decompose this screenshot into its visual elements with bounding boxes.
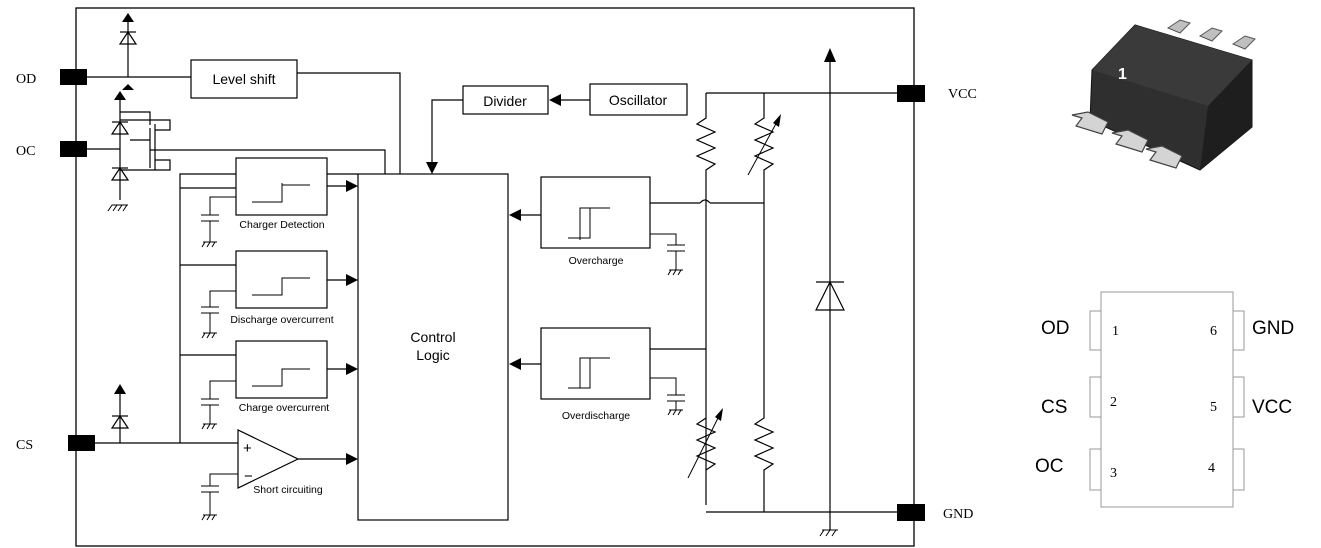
pinout-number-4: 4 — [1208, 461, 1215, 476]
pin-oc-label: OC — [16, 144, 35, 159]
control-logic-label-line2: Logic — [416, 347, 449, 363]
pin-vcc: VCC — [897, 85, 977, 102]
control-logic-label-line1: Control — [410, 329, 455, 345]
discharge-overcurrent-block: Discharge overcurrent — [180, 250, 358, 339]
overdischarge-block: Overdischarge — [509, 327, 706, 422]
pin-tab-4 — [1233, 448, 1245, 491]
body-diode — [815, 48, 845, 537]
oscillator-block — [589, 83, 688, 116]
oscillator-to-divider-arrow — [549, 94, 590, 106]
pin-gnd: GND — [897, 504, 973, 522]
pin-od-label: OD — [16, 72, 36, 87]
pinout-package-outline — [1100, 291, 1234, 508]
pinout-number-2: 2 — [1110, 395, 1117, 410]
oscillator-label: Oscillator — [609, 92, 668, 108]
pin1-marker: 1 — [1118, 66, 1127, 83]
pinout-number-1: 1 — [1112, 324, 1119, 339]
oc-esd-diodes — [76, 84, 134, 212]
pin-vcc-label: VCC — [948, 87, 977, 102]
pin-tab-3 — [1089, 448, 1101, 491]
divider-to-logic-arrow — [426, 99, 463, 174]
discharge-overcurrent-label: Discharge overcurrent — [230, 314, 333, 326]
pin-tab-5 — [1233, 376, 1245, 418]
pin-od: OD — [16, 69, 87, 87]
charger-detection-block: Charger Detection — [180, 157, 358, 248]
resistor-r1 — [695, 110, 717, 505]
cs-esd-diode — [110, 384, 130, 443]
short-circuit-comparator: + − Short circuiting — [201, 429, 358, 521]
pin-cs: CS — [16, 435, 95, 453]
control-logic-block — [357, 173, 509, 521]
package-leads-top — [1166, 19, 1256, 50]
pinout-number-3: 3 — [1110, 466, 1117, 481]
charger-detection-label: Charger Detection — [239, 219, 324, 231]
pin-tab-6 — [1233, 310, 1245, 351]
overdischarge-label: Overdischarge — [562, 410, 630, 422]
pinout-number-6: 6 — [1210, 324, 1217, 339]
charge-overcurrent-block: Charge overcurrent — [180, 340, 358, 430]
short-circuiting-label: Short circuiting — [253, 484, 323, 496]
pin-gnd-label: GND — [943, 507, 973, 522]
pinout-name-6: GND — [1252, 318, 1294, 339]
pin-oc: OC — [16, 141, 87, 159]
pin-tab-1 — [1089, 310, 1101, 351]
comparator-plus: + — [243, 440, 252, 457]
charge-overcurrent-label: Charge overcurrent — [239, 402, 330, 414]
overcharge-block: Overcharge — [509, 176, 764, 276]
pinout-diagram: OD 1 CS 2 OC 3 GND 6 VCC 5 4 — [1035, 291, 1294, 508]
pin-tab-2 — [1089, 376, 1101, 418]
od-esd-diode — [118, 13, 138, 77]
package-leads-bottom — [1071, 111, 1183, 169]
pinout-name-5: VCC — [1252, 397, 1292, 418]
overcharge-label: Overcharge — [569, 255, 624, 267]
pinout-name-1: OD — [1041, 318, 1070, 339]
pin-cs-label: CS — [16, 438, 33, 453]
pinout-number-5: 5 — [1210, 400, 1217, 415]
oc-mosfet — [120, 111, 386, 174]
pinout-name-3: OC — [1035, 456, 1064, 477]
package-photo: 1 — [1071, 19, 1256, 171]
divider-label: Divider — [483, 93, 527, 109]
variable-resistor-r3 — [687, 408, 723, 479]
chip-boundary — [75, 7, 915, 547]
variable-resistor-r2 — [747, 110, 781, 400]
pinout-name-2: CS — [1041, 397, 1067, 418]
resistor-r4 — [753, 400, 775, 512]
level-shift-block — [190, 59, 298, 99]
comparator-minus: − — [244, 468, 253, 485]
level-shift-to-logic-wire — [297, 72, 401, 174]
vcc-rail — [705, 92, 897, 110]
level-shift-label: Level shift — [212, 71, 275, 87]
